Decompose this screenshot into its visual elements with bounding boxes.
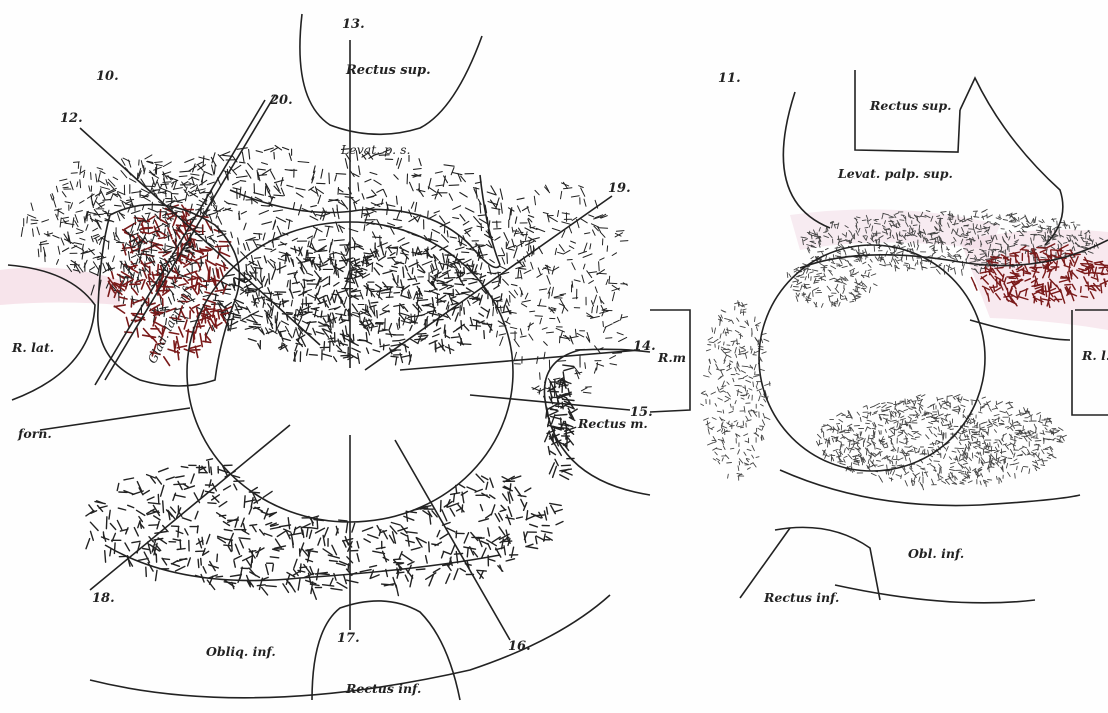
- fig11-rectus-sup-label: Rectus sup.: [870, 100, 951, 113]
- fig11-rectus-inf-label: Rectus inf.: [764, 592, 839, 605]
- rectus-sup-label: Rectus sup.: [346, 64, 431, 77]
- fornix-label: forn.: [18, 428, 52, 441]
- levat-palp-sup-label: Levat. palp. sup.: [838, 168, 953, 181]
- callout-18: 18.: [92, 592, 115, 605]
- obl-inf-label: Obl. inf.: [908, 548, 964, 561]
- figure-11-outlines: [740, 70, 1108, 603]
- callout-19: 19.: [608, 182, 631, 195]
- figure-11-number: 11.: [718, 72, 741, 85]
- callout-17: 17.: [337, 632, 360, 645]
- callout-16: 16.: [508, 640, 531, 653]
- r-l-label: R. l.: [1082, 350, 1108, 363]
- obliq-inf-label: Obliq. inf.: [206, 646, 276, 659]
- callout-14: 14.: [633, 340, 656, 353]
- levat-ps-label: Levat. p. s.: [341, 144, 411, 157]
- callout-20: 20.: [270, 94, 293, 107]
- figure-10-number: 10.: [96, 70, 119, 83]
- hatch-texture: [21, 146, 1108, 600]
- r-m-label: R.m: [658, 352, 686, 365]
- callout-13: 13.: [342, 18, 365, 31]
- r-lat-label: R. lat.: [12, 342, 54, 355]
- callout-12: 12.: [60, 112, 83, 125]
- callout-15: 15.: [630, 406, 653, 419]
- rectus-inf-label: Rectus inf.: [346, 683, 421, 696]
